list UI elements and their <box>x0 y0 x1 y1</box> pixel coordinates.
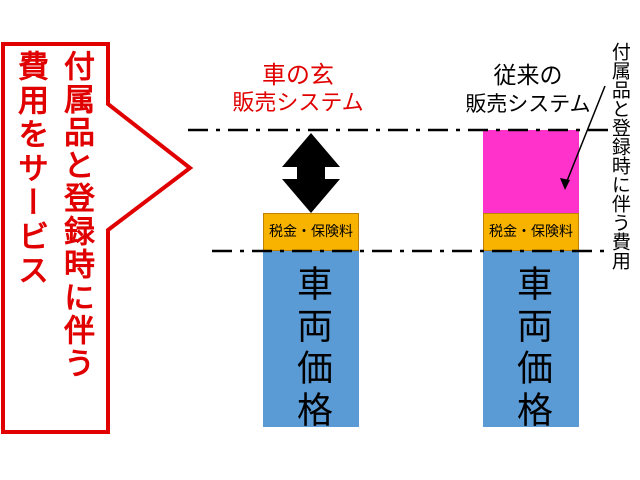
callout-text-line2: 費用をサービス <box>12 50 48 288</box>
right-vehicle-price-label: 車両価格 <box>511 265 552 433</box>
right-title-line2: 販売システム <box>465 91 591 116</box>
fee-annotation-label: 付属品と登録時に伴う費用 <box>608 42 631 270</box>
right-vehicle-price-block: 車両価格 <box>483 251 579 433</box>
right-tax-insurance-block: 税金・保険料 <box>483 213 579 251</box>
right-title-line1: 従来の <box>493 63 563 89</box>
left-title-line2: 販売システム <box>232 91 364 116</box>
left-vehicle-price-label: 車両価格 <box>291 265 332 433</box>
callout-text-line1: 付属品と登録時に伴う <box>58 50 94 380</box>
left-tax-insurance-block: 税金・保険料 <box>263 213 359 251</box>
accessory-registration-fees-block <box>483 130 579 213</box>
right-column-title: 従来の 販売システム <box>448 62 608 117</box>
left-column-title: 車の玄 販売システム <box>218 60 378 118</box>
left-title-line1: 車の玄 <box>262 61 334 89</box>
left-vehicle-price-block: 車両価格 <box>263 251 359 433</box>
